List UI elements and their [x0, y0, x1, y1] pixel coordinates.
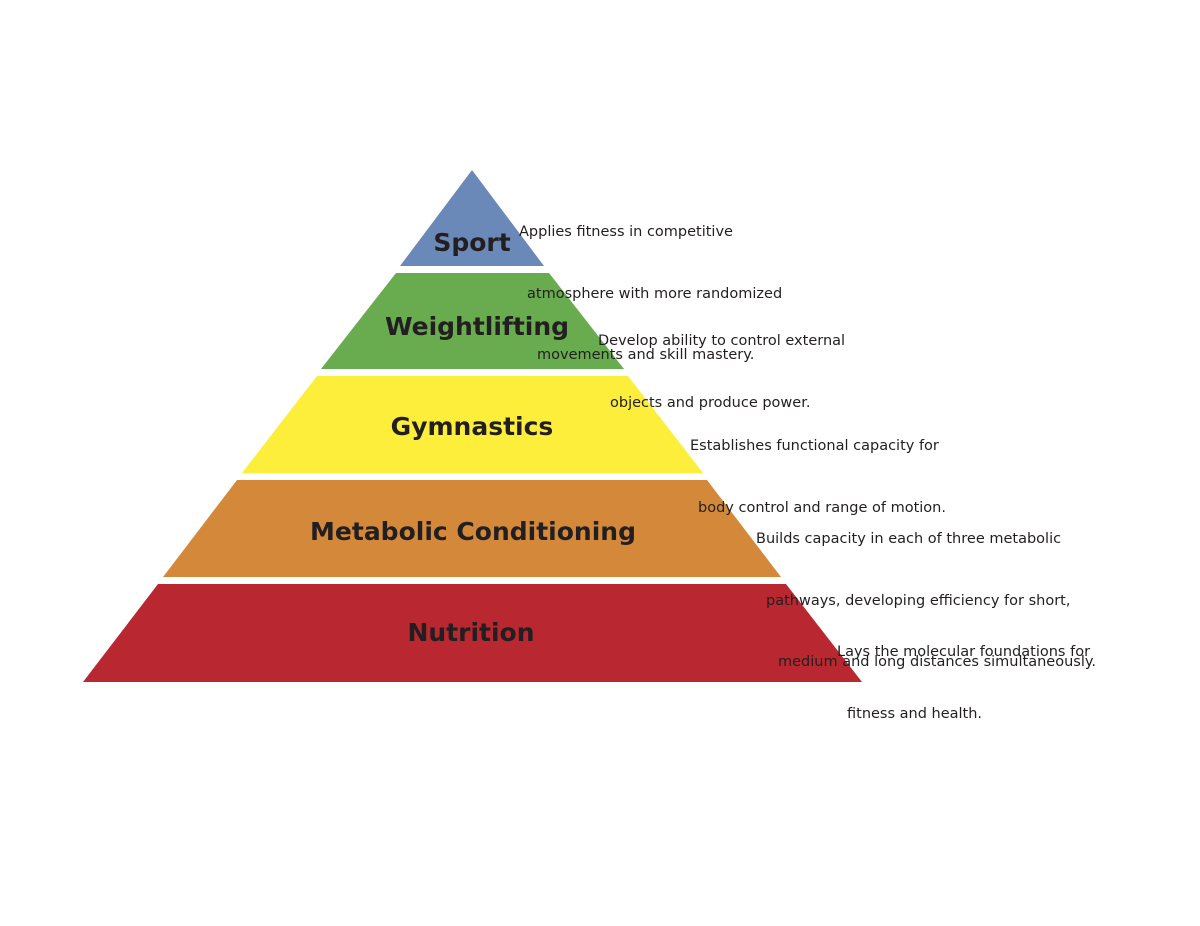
- description-line: pathways, developing efficiency for shor…: [766, 592, 1071, 609]
- layer-weightlifting: [321, 273, 624, 369]
- layer-nutrition: [83, 584, 862, 682]
- description-nutrition: Lays the molecular foundations for fitne…: [837, 601, 1090, 765]
- description-line: body control and range of motion.: [698, 499, 946, 516]
- description-line: Builds capacity in each of three metabol…: [756, 531, 1062, 547]
- description-line: fitness and health.: [847, 705, 983, 722]
- label-weightlifting: Weightlifting: [385, 312, 569, 341]
- label-metabolic-conditioning: Metabolic Conditioning: [310, 517, 636, 546]
- description-line: atmosphere with more randomized: [527, 285, 783, 302]
- description-line: movements and skill mastery.: [537, 347, 755, 363]
- description-line: Lays the molecular foundations for: [837, 644, 1091, 660]
- description-gymnastics: Establishes functional capacity for body…: [690, 395, 946, 559]
- description-sport: Applies fitness in competitive atmospher…: [519, 181, 782, 407]
- label-nutrition: Nutrition: [407, 618, 534, 647]
- description-line: medium and long distances simultaneously…: [778, 654, 1096, 670]
- description-line: Develop ability to control external: [598, 333, 846, 349]
- layer-gymnastics: [242, 376, 703, 473]
- description-metabolic-conditioning: Builds capacity in each of three metabol…: [756, 488, 1096, 714]
- description-line: objects and produce power.: [610, 394, 811, 411]
- description-weightlifting: Develop ability to control external obje…: [598, 290, 845, 454]
- layer-sport: [400, 170, 544, 266]
- label-gymnastics: Gymnastics: [391, 412, 554, 441]
- description-line: Establishes functional capacity for: [690, 438, 939, 454]
- label-sport: Sport: [433, 228, 510, 257]
- description-line: Applies fitness in competitive: [519, 224, 733, 240]
- layer-metabolic-conditioning: [163, 480, 781, 577]
